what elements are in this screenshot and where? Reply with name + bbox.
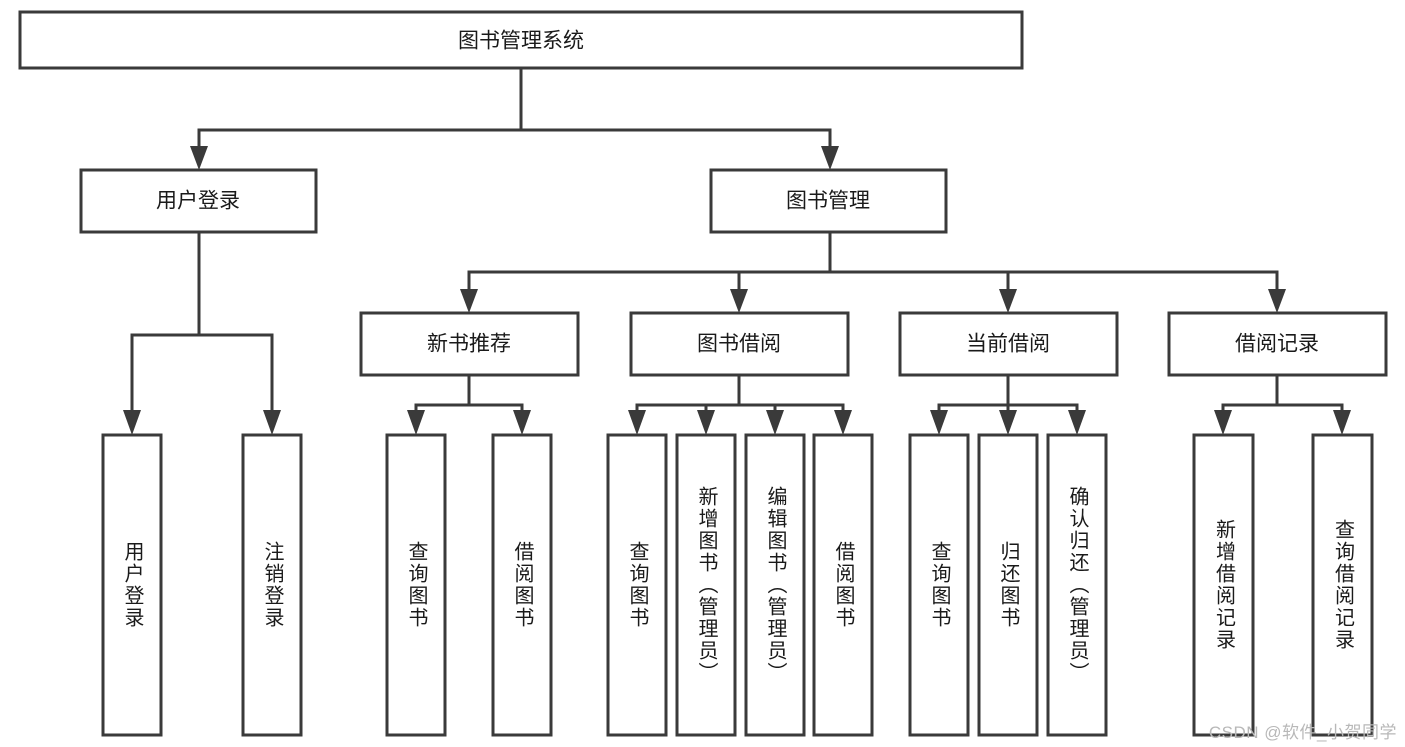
- arrow-icon: [1333, 410, 1351, 435]
- connector-borrowrecord-to-leaves: [1214, 373, 1351, 435]
- arrow-icon: [513, 410, 531, 435]
- node-leaf-return-book[interactable]: [977, 433, 1039, 737]
- node-current-borrow[interactable]: 当前借阅: [898, 311, 1119, 377]
- csdn-watermark: CSDN @软件_小贺同学: [1208, 723, 1397, 742]
- node-borrow-record-label: 借阅记录: [1235, 333, 1319, 356]
- node-borrow-record[interactable]: 借阅记录: [1167, 311, 1388, 377]
- node-book-borrow[interactable]: 图书借阅: [629, 311, 850, 377]
- arrow-icon: [123, 410, 141, 435]
- node-leaf-edit-book[interactable]: [744, 433, 806, 737]
- arrow-icon: [766, 410, 784, 435]
- node-leaf-query-record[interactable]: [1311, 433, 1374, 737]
- node-current-borrow-label: 当前借阅: [966, 333, 1050, 356]
- node-leaf-borrow-book-2[interactable]: [812, 433, 874, 737]
- connector-bookborrow-to-leaves: [628, 373, 852, 435]
- node-book-manage[interactable]: 图书管理: [709, 168, 948, 234]
- node-leaf-query-book-3[interactable]: [908, 433, 970, 737]
- node-leaf-add-book[interactable]: [675, 433, 737, 737]
- node-new-book-recommend-label: 新书推荐: [427, 333, 511, 356]
- arrow-icon: [999, 410, 1017, 435]
- connector-booklevel-to-level3: [460, 230, 1286, 313]
- arrow-icon: [407, 410, 425, 435]
- node-leaf-query-book-1[interactable]: [385, 433, 447, 737]
- node-leaf-confirm-return[interactable]: [1046, 433, 1108, 737]
- arrow-icon: [460, 289, 478, 313]
- node-leaf-user-login[interactable]: [101, 433, 163, 737]
- node-root-label: 图书管理系统: [458, 30, 584, 53]
- node-root[interactable]: 图书管理系统: [18, 10, 1024, 70]
- connector-currentborrow-to-leaves: [930, 373, 1086, 435]
- connector-newbook-to-leaves: [407, 373, 531, 435]
- node-leaf-query-book-2[interactable]: [606, 433, 668, 737]
- arrow-icon: [263, 410, 281, 435]
- arrow-icon: [190, 146, 208, 170]
- arrow-icon: [1068, 410, 1086, 435]
- node-leaf-add-record[interactable]: [1192, 433, 1255, 737]
- arrow-icon: [930, 410, 948, 435]
- arrow-icon: [1268, 289, 1286, 313]
- arrow-icon: [821, 146, 839, 170]
- arrow-icon: [834, 410, 852, 435]
- arrow-icon: [730, 289, 748, 313]
- connector-userlogin-to-leaves: [123, 230, 281, 435]
- node-book-borrow-label: 图书借阅: [697, 333, 781, 356]
- arrow-icon: [628, 410, 646, 435]
- node-user-login-label: 用户登录: [156, 190, 240, 213]
- node-book-manage-label: 图书管理: [786, 190, 870, 213]
- node-new-book-recommend[interactable]: 新书推荐: [359, 311, 580, 377]
- arrow-icon: [999, 289, 1017, 313]
- node-leaf-user-logout[interactable]: [241, 433, 303, 737]
- connector-root-to-level2: [190, 66, 839, 170]
- node-user-login[interactable]: 用户登录: [79, 168, 318, 234]
- arrow-icon: [697, 410, 715, 435]
- arrow-icon: [1214, 410, 1232, 435]
- node-leaf-borrow-book-1[interactable]: [491, 433, 553, 737]
